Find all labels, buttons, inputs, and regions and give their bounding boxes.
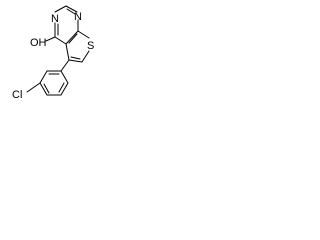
atom-cl: Cl — [12, 89, 22, 101]
bond-c4a-c4 — [54, 36, 67, 45]
bond-c5-c4a — [65, 43, 70, 61]
bond-c4a-c7a-inner — [68, 33, 78, 44]
bond-n1-c2 — [54, 5, 67, 13]
bond-aryl-6 — [60, 70, 69, 84]
bond-c6-c5 — [68, 59, 83, 63]
bond-aryl-3-inner — [43, 83, 50, 94]
atom-oh: OH — [30, 37, 47, 49]
bond-c4-oh — [45, 36, 56, 42]
bond-s-c6 — [81, 50, 90, 63]
bond-c5-aryl — [60, 59, 70, 72]
bonds — [26, 5, 90, 96]
bond-c6-c5-inner — [70, 56, 81, 60]
atom-labels: N N S OH Cl — [12, 11, 94, 101]
atom-n-top: N — [74, 11, 82, 23]
bond-aryl-5 — [60, 82, 69, 96]
bond-aryl-3 — [39, 82, 48, 96]
atom-s: S — [87, 40, 94, 52]
atom-n-left: N — [51, 13, 59, 25]
chemical-structure: N N S OH Cl — [12, 5, 94, 101]
bond-c4-s — [77, 30, 90, 39]
bond-c2-n3 — [65, 5, 78, 13]
bond-aryl-5-inner — [58, 82, 65, 93]
bond-c4a-c7a — [65, 30, 79, 45]
bond-c2-n3-inner — [66, 8, 76, 15]
bond-aryl-2 — [39, 70, 48, 84]
bond-aryl-cl — [26, 82, 41, 93]
